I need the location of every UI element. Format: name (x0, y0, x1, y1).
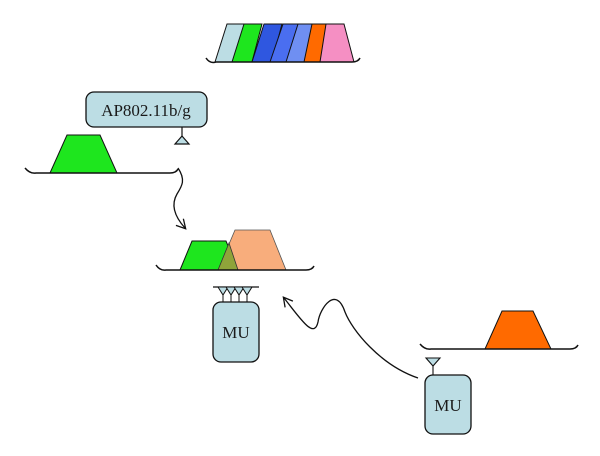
mu2-body (424, 374, 472, 435)
access-point-label: AP802.11b/g (101, 101, 191, 120)
spectrum-baseline (205, 57, 361, 64)
interferer-spectrum-baseline (419, 343, 579, 350)
combined-spectrum-baseline (155, 264, 315, 271)
antenna-icon (233, 286, 245, 296)
channel-spectrum (205, 23, 361, 64)
antenna-icon (424, 357, 442, 367)
interferer-channel-orange (484, 310, 552, 350)
access-point: AP802.11b/g (85, 91, 208, 145)
mobile-unit-2: MU (424, 357, 472, 435)
mobile-unit-1: MU (212, 286, 260, 363)
antenna-icon (217, 286, 229, 296)
channel-pink (319, 23, 355, 63)
ap-channel-green (49, 134, 118, 174)
combined-spectrum (155, 229, 315, 271)
antenna-icon (225, 286, 237, 296)
mu2-label: MU (434, 396, 461, 415)
access-point-box (85, 91, 208, 128)
antenna-icon (173, 135, 191, 145)
mu1-body (212, 301, 260, 363)
ap-spectrum (24, 134, 179, 174)
interferer-spectrum (419, 310, 579, 350)
ap-signal-arrow (173, 167, 187, 230)
antenna-icon (241, 286, 253, 296)
mu1-label: MU (222, 323, 249, 342)
interference-arrow (282, 296, 419, 379)
ap-spectrum-baseline (24, 167, 179, 174)
